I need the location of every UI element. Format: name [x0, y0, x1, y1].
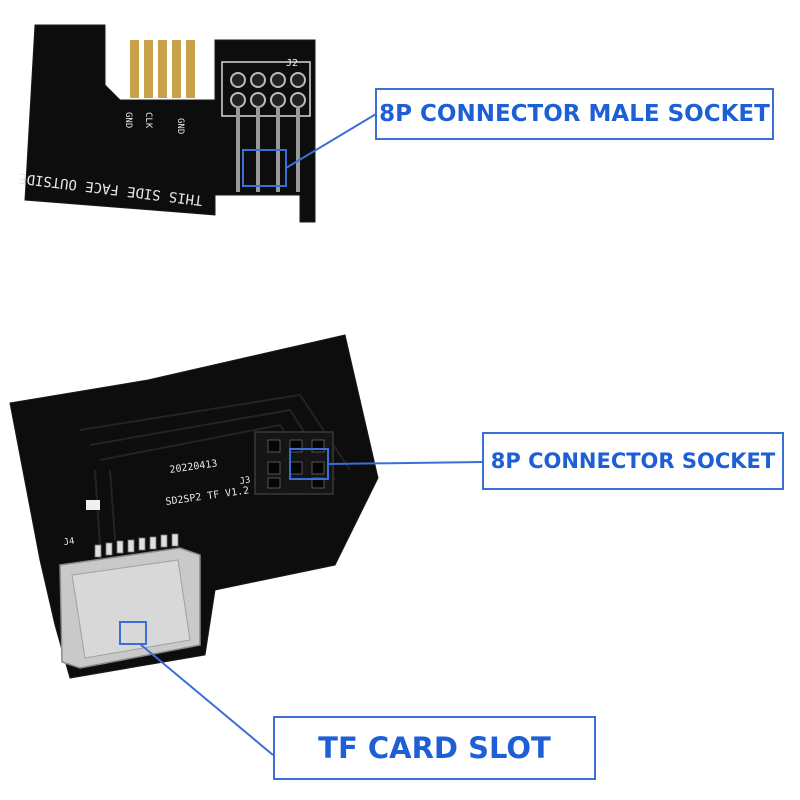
male-socket-leader-line — [285, 113, 377, 169]
male-socket-callout: 8P CONNECTOR MALE SOCKET — [375, 88, 774, 140]
socket-leader-line — [327, 461, 484, 465]
j3-label: J3 — [239, 476, 251, 487]
pad-label-clk: CLK — [143, 112, 153, 129]
female-socket-j3 — [254, 431, 334, 495]
gold-contact-pads — [130, 40, 195, 98]
tf-slot-highlight — [119, 621, 147, 645]
bottom-pcb-board: 20220413 SD2SP2 TF V1.2 J3 J4 — [9, 334, 379, 679]
pad-label-gnd-right: GND — [175, 118, 185, 134]
tf-card-slot — [59, 533, 201, 669]
small-component — [86, 500, 100, 510]
tf-slot-leader-line — [139, 643, 274, 756]
top-pcb-board: J2 GND CLK GND THIS SIDE FACE OUTSIDE — [17, 24, 316, 223]
socket-callout: 8P CONNECTOR SOCKET — [482, 432, 784, 490]
j2-outline — [221, 61, 311, 117]
pad-label-gnd-left: GND — [123, 112, 133, 128]
tf-slot-contacts — [94, 533, 179, 558]
tf-slot-callout: TF CARD SLOT — [273, 716, 596, 780]
j4-label: J4 — [63, 537, 75, 548]
j2-label: J2 — [286, 58, 298, 69]
